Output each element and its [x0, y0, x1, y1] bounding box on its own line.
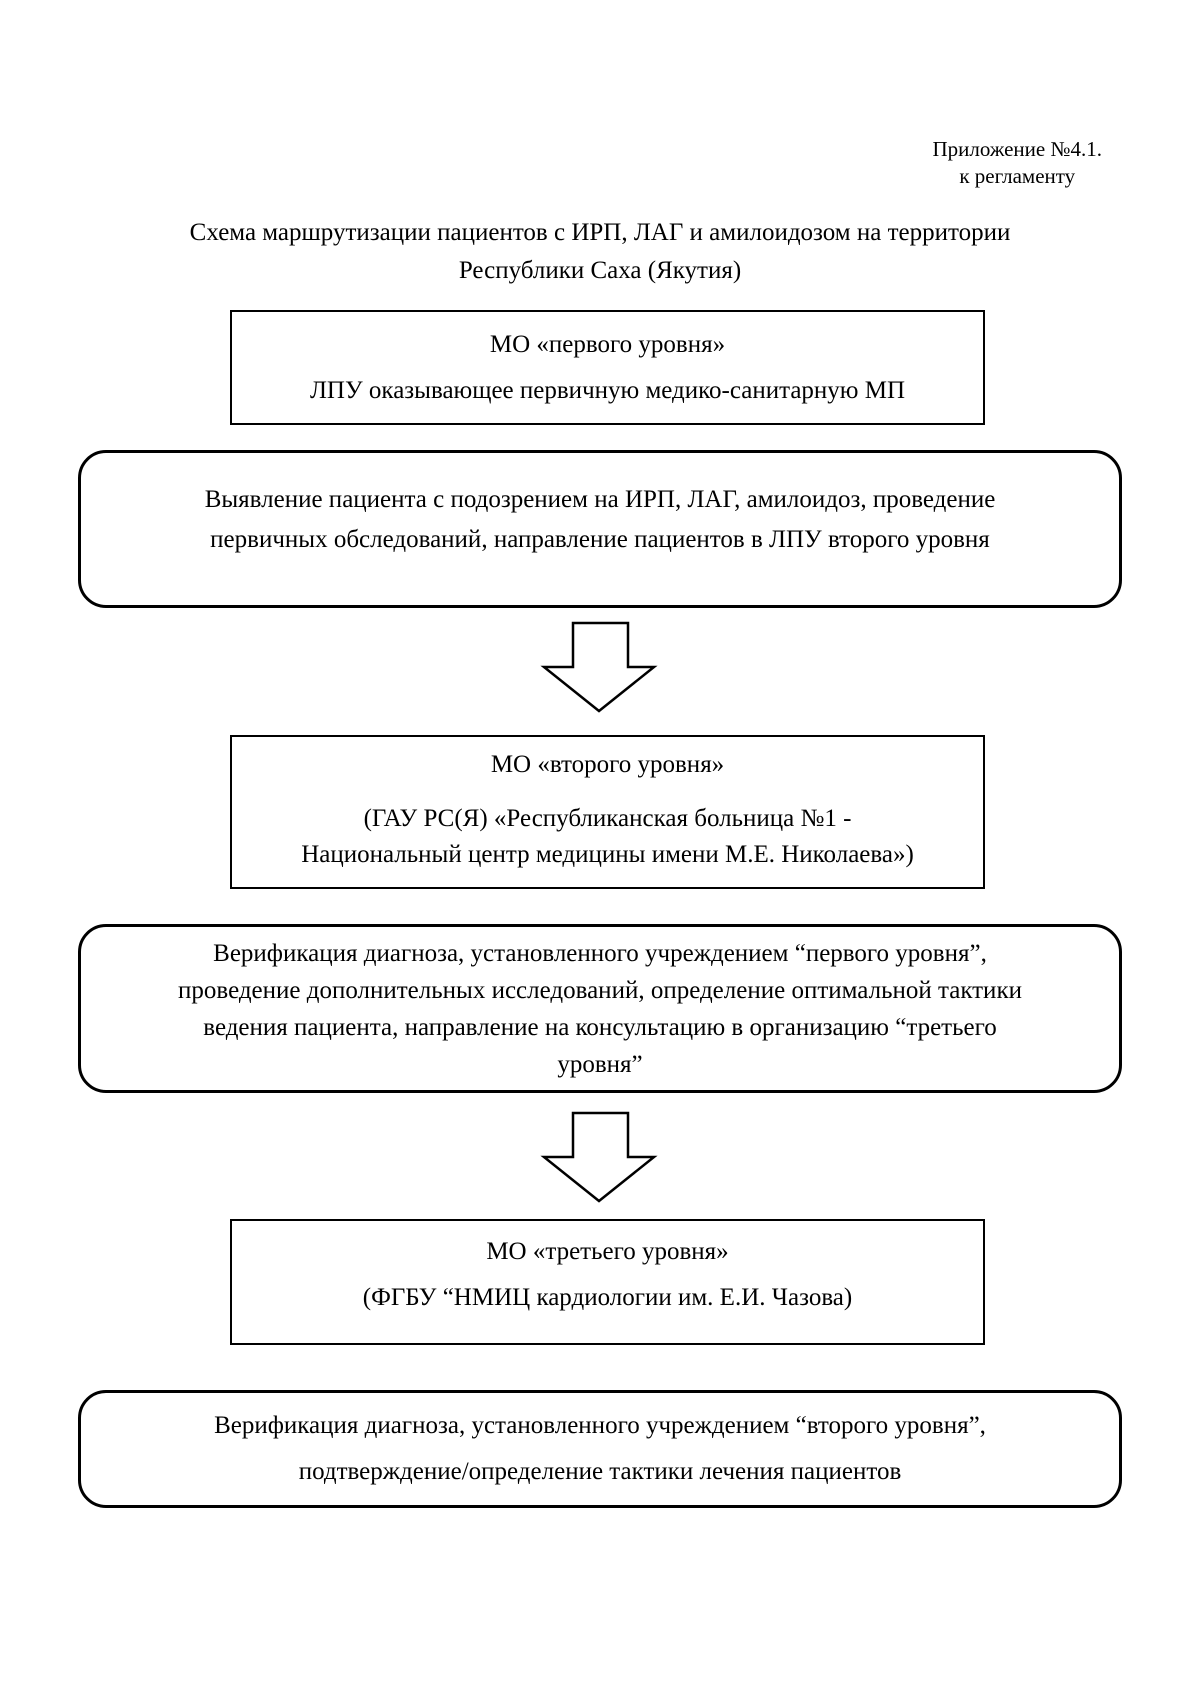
appendix-annotation: Приложение №4.1. к регламенту [933, 136, 1103, 190]
flow-node-line: (ФГБУ “НМИЦ кардиологии им. Е.И. Чазова) [362, 1284, 853, 1311]
flow-node-line: Верификация диагноза, установленного учр… [213, 939, 987, 967]
flow-node-level-1-action: Выявление пациента с подозрением на ИРП,… [78, 450, 1122, 608]
flow-node-line: первичных обследований, направление паци… [210, 526, 990, 553]
flow-node-line: уровня” [557, 1050, 643, 1078]
flow-node-line: МО «третьего уровня» [486, 1238, 729, 1265]
flow-node-mo-level-3: МО «третьего уровня» (ФГБУ “НМИЦ кардиол… [230, 1219, 985, 1345]
flow-node-line: подтверждение/определение тактики лечени… [298, 1458, 902, 1485]
page-title: Схема маршрутизации пациентов с ИРП, ЛАГ… [0, 214, 1200, 290]
appendix-annotation-line2: к регламенту [959, 164, 1076, 188]
flow-node-line: Верификация диагноза, установленного учр… [214, 1412, 986, 1439]
flow-node-line: (ГАУ РС(Я) «Республиканская больница №1 … [363, 805, 852, 832]
flow-node-mo-level-1: МО «первого уровня» ЛПУ оказывающее перв… [230, 310, 985, 425]
flow-node-line: ЛПУ оказывающее первичную медико-санитар… [309, 376, 906, 404]
page-title-line2: Республики Саха (Якутия) [458, 257, 742, 284]
flow-node-level-3-action: Верификация диагноза, установленного учр… [78, 1390, 1122, 1508]
appendix-annotation-line1: Приложение №4.1. [932, 137, 1103, 161]
flow-node-line: Выявление пациента с подозрением на ИРП,… [204, 486, 996, 513]
flow-node-line: МО «первого уровня» [489, 330, 726, 358]
page-title-line1: Схема маршрутизации пациентов с ИРП, ЛАГ… [189, 219, 1011, 246]
arrow-down-icon [540, 1111, 658, 1203]
flow-node-mo-level-2: МО «второго уровня» (ГАУ РС(Я) «Республи… [230, 735, 985, 889]
flow-node-line: МО «второго уровня» [490, 751, 725, 778]
arrow-down-icon [540, 621, 658, 713]
flow-node-level-2-action: Верификация диагноза, установленного учр… [78, 924, 1122, 1093]
flow-node-line: Национальный центр медицины имени М.Е. Н… [301, 841, 914, 868]
flow-node-line: ведения пациента, направление на консуль… [203, 1013, 997, 1041]
flow-node-line: проведение дополнительных исследований, … [178, 976, 1022, 1004]
